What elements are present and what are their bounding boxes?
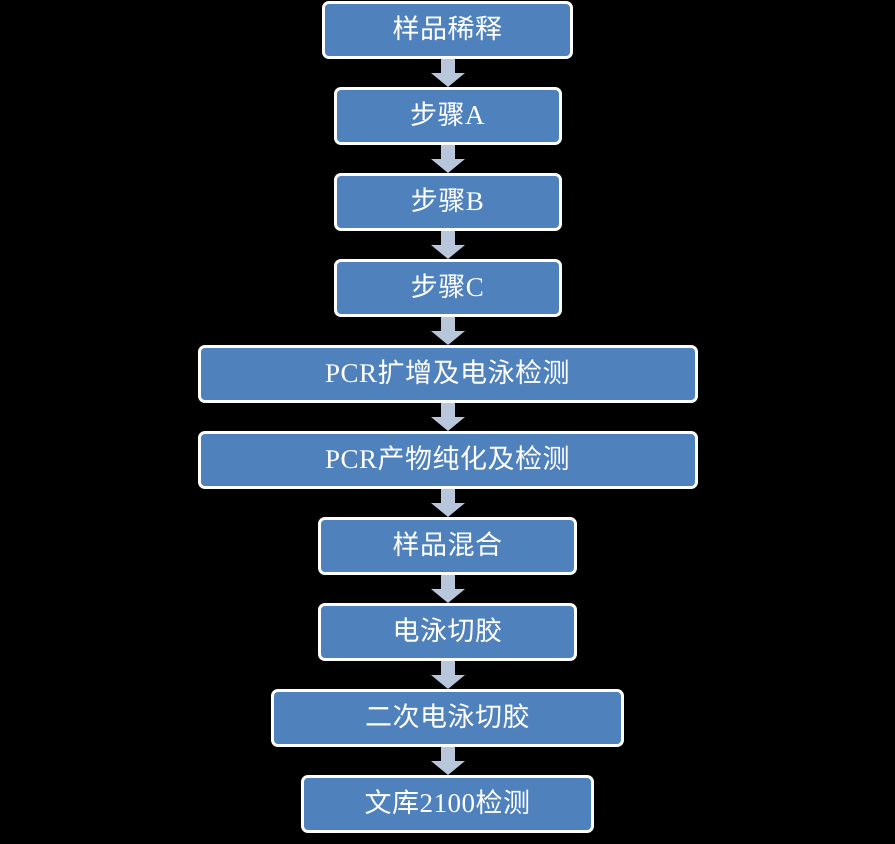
- down-arrow-icon: [430, 59, 465, 87]
- down-arrow-icon: [430, 317, 465, 345]
- flow-node-label: 电泳切胶: [392, 615, 503, 646]
- down-arrow-icon: [430, 661, 465, 689]
- flow-node-pcr-product-purification[interactable]: PCR产物纯化及检测: [197, 431, 698, 489]
- down-arrow-icon: [430, 231, 465, 259]
- flow-node-electrophoresis-gel-cutting[interactable]: 电泳切胶: [318, 603, 577, 661]
- down-arrow-icon: [430, 403, 465, 431]
- flow-node-label: 步骤B: [410, 185, 485, 216]
- down-arrow-icon: [430, 489, 465, 517]
- flow-node-label: PCR产物纯化及检测: [324, 443, 571, 474]
- flow-node-library-2100-detection[interactable]: 文库2100检测: [301, 775, 594, 833]
- flow-node-pcr-amplification-electrophoresis[interactable]: PCR扩增及电泳检测: [197, 345, 698, 403]
- flow-node-step-b[interactable]: 步骤B: [333, 173, 562, 231]
- flow-node-step-a[interactable]: 步骤A: [333, 87, 562, 145]
- down-arrow-icon: [430, 575, 465, 603]
- flow-node-label: PCR扩增及电泳检测: [324, 357, 571, 388]
- down-arrow-icon: [430, 747, 465, 775]
- flow-node-sample-dilution[interactable]: 样品稀释: [322, 1, 573, 59]
- flow-node-second-electrophoresis-gel-cutting[interactable]: 二次电泳切胶: [271, 689, 624, 747]
- flow-node-sample-mixing[interactable]: 样品混合: [318, 517, 577, 575]
- flow-node-label: 样品稀释: [392, 13, 503, 44]
- flow-node-step-c[interactable]: 步骤C: [333, 259, 562, 317]
- flow-node-label: 文库2100检测: [364, 787, 531, 818]
- flow-node-label: 步骤A: [410, 99, 485, 130]
- flow-node-label: 样品混合: [392, 529, 503, 560]
- flow-node-label: 步骤C: [410, 271, 485, 302]
- flow-node-label: 二次电泳切胶: [365, 701, 530, 732]
- down-arrow-icon: [430, 145, 465, 173]
